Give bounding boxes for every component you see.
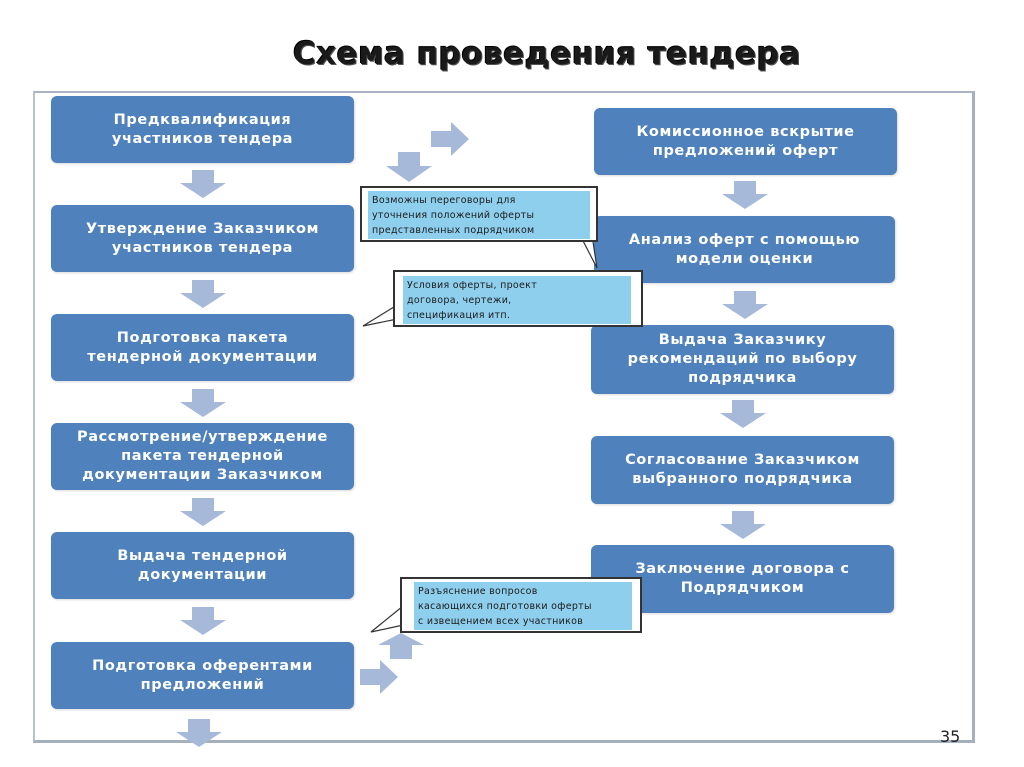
step-analyze-offers: Анализ оферт с помощью модели оценки (594, 216, 895, 283)
page-number: 35 (940, 727, 961, 746)
callout-text: Разъяснение вопросов касающихся подготов… (414, 582, 632, 630)
step-open-offers: Комиссионное вскрытие предложений оферт (594, 108, 897, 175)
step-review-tender-package: Рассмотрение/утверждение пакета тендерно… (51, 423, 354, 490)
slide-title: Схема проведения тендера (293, 36, 801, 72)
right-arrow-icon (360, 660, 398, 694)
down-arrow-icon (180, 170, 226, 198)
down-arrow-icon (180, 280, 226, 308)
step-prepare-tender-package: Подготовка пакета тендерной документации (51, 314, 354, 381)
callout-negotiations: Возможны переговоры для уточнения положе… (360, 186, 598, 242)
down-arrow-icon (176, 719, 222, 747)
callout-text: Условия оферты, проект договора, чертежи… (403, 276, 631, 324)
down-arrow-icon (180, 498, 226, 526)
diagram-frame (33, 91, 975, 743)
down-arrow-icon (720, 511, 766, 539)
up-arrow-icon (378, 633, 424, 659)
down-arrow-icon (720, 400, 766, 428)
step-customer-approval-participants: Утверждение Заказчиком участников тендер… (51, 205, 354, 272)
step-prepare-offers: Подготовка оферентами предложений (51, 642, 354, 709)
down-arrow-icon (722, 291, 768, 319)
down-arrow-icon (722, 181, 768, 209)
callout-offer-conditions: Условия оферты, проект договора, чертежи… (393, 270, 643, 327)
callout-pointer (362, 301, 403, 327)
callout-pointer (370, 601, 409, 633)
down-arrow-icon (180, 607, 226, 635)
callout-text: Возможны переговоры для уточнения положе… (368, 191, 590, 239)
step-approve-contractor: Согласование Заказчиком выбранного подря… (591, 436, 894, 504)
down-arrow-icon (180, 389, 226, 417)
step-recommendations: Выдача Заказчику рекомендаций по выбору … (591, 325, 894, 394)
callout-pointer (579, 234, 598, 269)
down-arrow-icon (386, 152, 432, 182)
step-issue-tender-docs: Выдача тендерной документации (51, 532, 354, 599)
callout-clarifications: Разъяснение вопросов касающихся подготов… (400, 577, 642, 633)
right-arrow-icon (431, 122, 469, 156)
step-prequalification: Предквалификация участников тендера (51, 96, 354, 163)
